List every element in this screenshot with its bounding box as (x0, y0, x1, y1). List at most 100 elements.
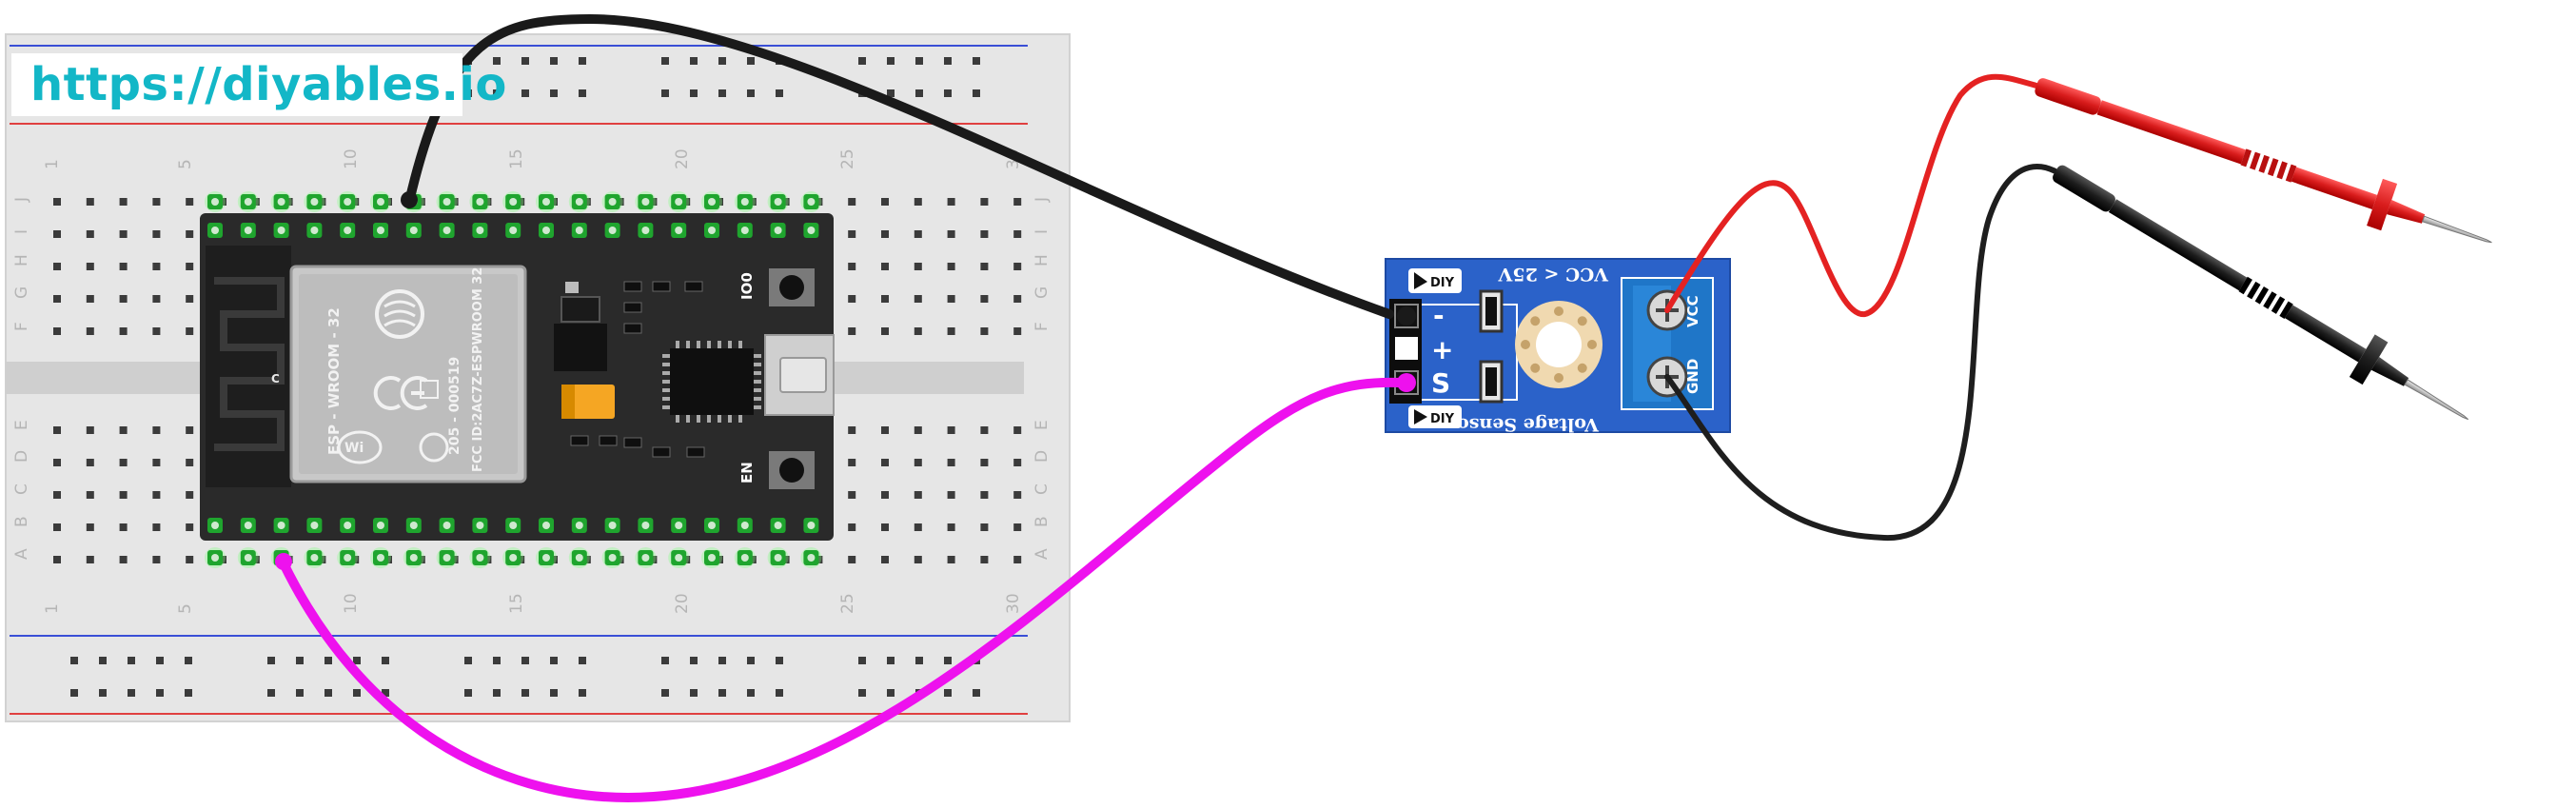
breadboard-hole (914, 459, 922, 466)
button-en[interactable]: EN (738, 451, 815, 489)
header-pin-center (740, 198, 749, 206)
rail-hole (550, 689, 558, 697)
breadboard-hole (186, 263, 194, 270)
breadboard-hole (980, 426, 989, 434)
breadboard-hole (914, 295, 922, 303)
row-letter: E (1032, 420, 1052, 430)
rail-hole (747, 89, 755, 97)
row-letter: I (12, 229, 31, 234)
breadboard-hole (53, 556, 61, 563)
header-pin-center (641, 198, 650, 206)
header-pin-center (509, 522, 518, 529)
row-letter: B (1032, 516, 1052, 527)
breadboard-hole (914, 327, 922, 335)
rail-hole (776, 657, 783, 664)
breadboard-hole (152, 491, 161, 499)
ce-mark-icon (373, 376, 428, 410)
breadboard-hole (914, 426, 922, 434)
column-number: 15 (507, 593, 526, 614)
header-pin-center (641, 554, 650, 562)
rail-hole (464, 89, 472, 97)
button-io0[interactable]: IO0 (738, 268, 815, 306)
breadboard-hole (848, 327, 856, 335)
breadboard-hole (980, 295, 989, 303)
header-pin-center (442, 227, 451, 234)
header-pin-center (608, 554, 617, 562)
header-pin-center (377, 554, 384, 562)
rail-hole (915, 657, 923, 664)
breadboard-hole (119, 491, 128, 499)
row-letter: B (12, 516, 31, 527)
breadboard-hole (980, 491, 989, 499)
breadboard-hole (53, 198, 61, 206)
espressif-logo-icon (375, 289, 424, 339)
esp-wroom-module: ESP - WROOM - 32 205 - 000519 FCC ID:2AC… (289, 265, 527, 483)
breadboard-hole (914, 230, 922, 238)
breadboard-hole (947, 556, 955, 563)
row-letter: D (1032, 450, 1052, 463)
black-probe-cable[interactable] (1664, 164, 2058, 542)
header-pin-center (344, 522, 352, 529)
black-probe-icon[interactable] (2043, 150, 2482, 441)
header-pin-center (740, 522, 749, 529)
rail-hole (70, 689, 78, 697)
header-pin-center (509, 554, 518, 562)
black-wire-gnd[interactable] (404, 13, 1394, 319)
antenna-label: C (271, 372, 280, 385)
breadboard-hole (947, 426, 955, 434)
pin-plus-label: + (1431, 334, 1453, 365)
wire-end-esp-signal (275, 553, 292, 570)
breadboard-hole (1013, 556, 1022, 563)
rail-hole (944, 657, 952, 664)
column-number: 20 (673, 593, 692, 614)
rail-hole (661, 689, 669, 697)
rail-hole (324, 689, 332, 697)
rail-hole (464, 657, 472, 664)
pin-signal-label: S (1431, 367, 1450, 399)
header-pin-center (310, 522, 319, 529)
rail-hole (521, 657, 529, 664)
header-pin-center (211, 522, 219, 529)
breadboard-hole (947, 327, 955, 335)
module-fcc: FCC ID:2AC7Z-ESPWROOM 32 (471, 267, 485, 472)
breadboard-hole (53, 295, 61, 303)
breadboard-hole (947, 198, 955, 206)
breadboard-hole (53, 263, 61, 270)
breadboard-hole (914, 491, 922, 499)
breadboard-hole (86, 459, 94, 466)
pin-minus-label: - (1433, 300, 1445, 331)
breadboard-hole (186, 491, 194, 499)
rail-hole (493, 57, 501, 65)
header-pin-center (575, 554, 583, 562)
breadboard-hole (881, 523, 889, 531)
column-number: 20 (673, 148, 692, 169)
header-pin-center (377, 227, 384, 234)
breadboard-hole (86, 230, 94, 238)
rail-hole (973, 57, 980, 65)
pin-plus-pad[interactable] (1395, 337, 1418, 360)
magenta-wire-signal[interactable] (279, 377, 1406, 803)
breadboard-hole (848, 491, 856, 499)
breadboard-hole (186, 426, 194, 434)
breadboard-hole (980, 263, 989, 270)
red-probe-icon[interactable] (2029, 62, 2500, 266)
rail-hole (550, 89, 558, 97)
breadboard-hole (881, 556, 889, 563)
breadboard-hole (1013, 230, 1022, 238)
breadboard-hole (848, 198, 856, 206)
header-pin-center (277, 522, 285, 529)
header-pin-center (807, 522, 816, 529)
rail-hole (858, 657, 866, 664)
red-probe-cable[interactable] (1664, 73, 2039, 317)
rail-hole (858, 689, 866, 697)
column-number: 25 (838, 593, 857, 614)
breadboard-hole (980, 327, 989, 335)
rail-hole (579, 657, 586, 664)
breadboard-hole (848, 459, 856, 466)
header-pin-center (310, 198, 319, 206)
header-pin-center (377, 198, 384, 206)
column-number: 25 (838, 148, 857, 169)
breadboard-hole (848, 556, 856, 563)
watermark-url[interactable]: https://diyables.io (30, 58, 507, 111)
rail-hole (887, 89, 895, 97)
